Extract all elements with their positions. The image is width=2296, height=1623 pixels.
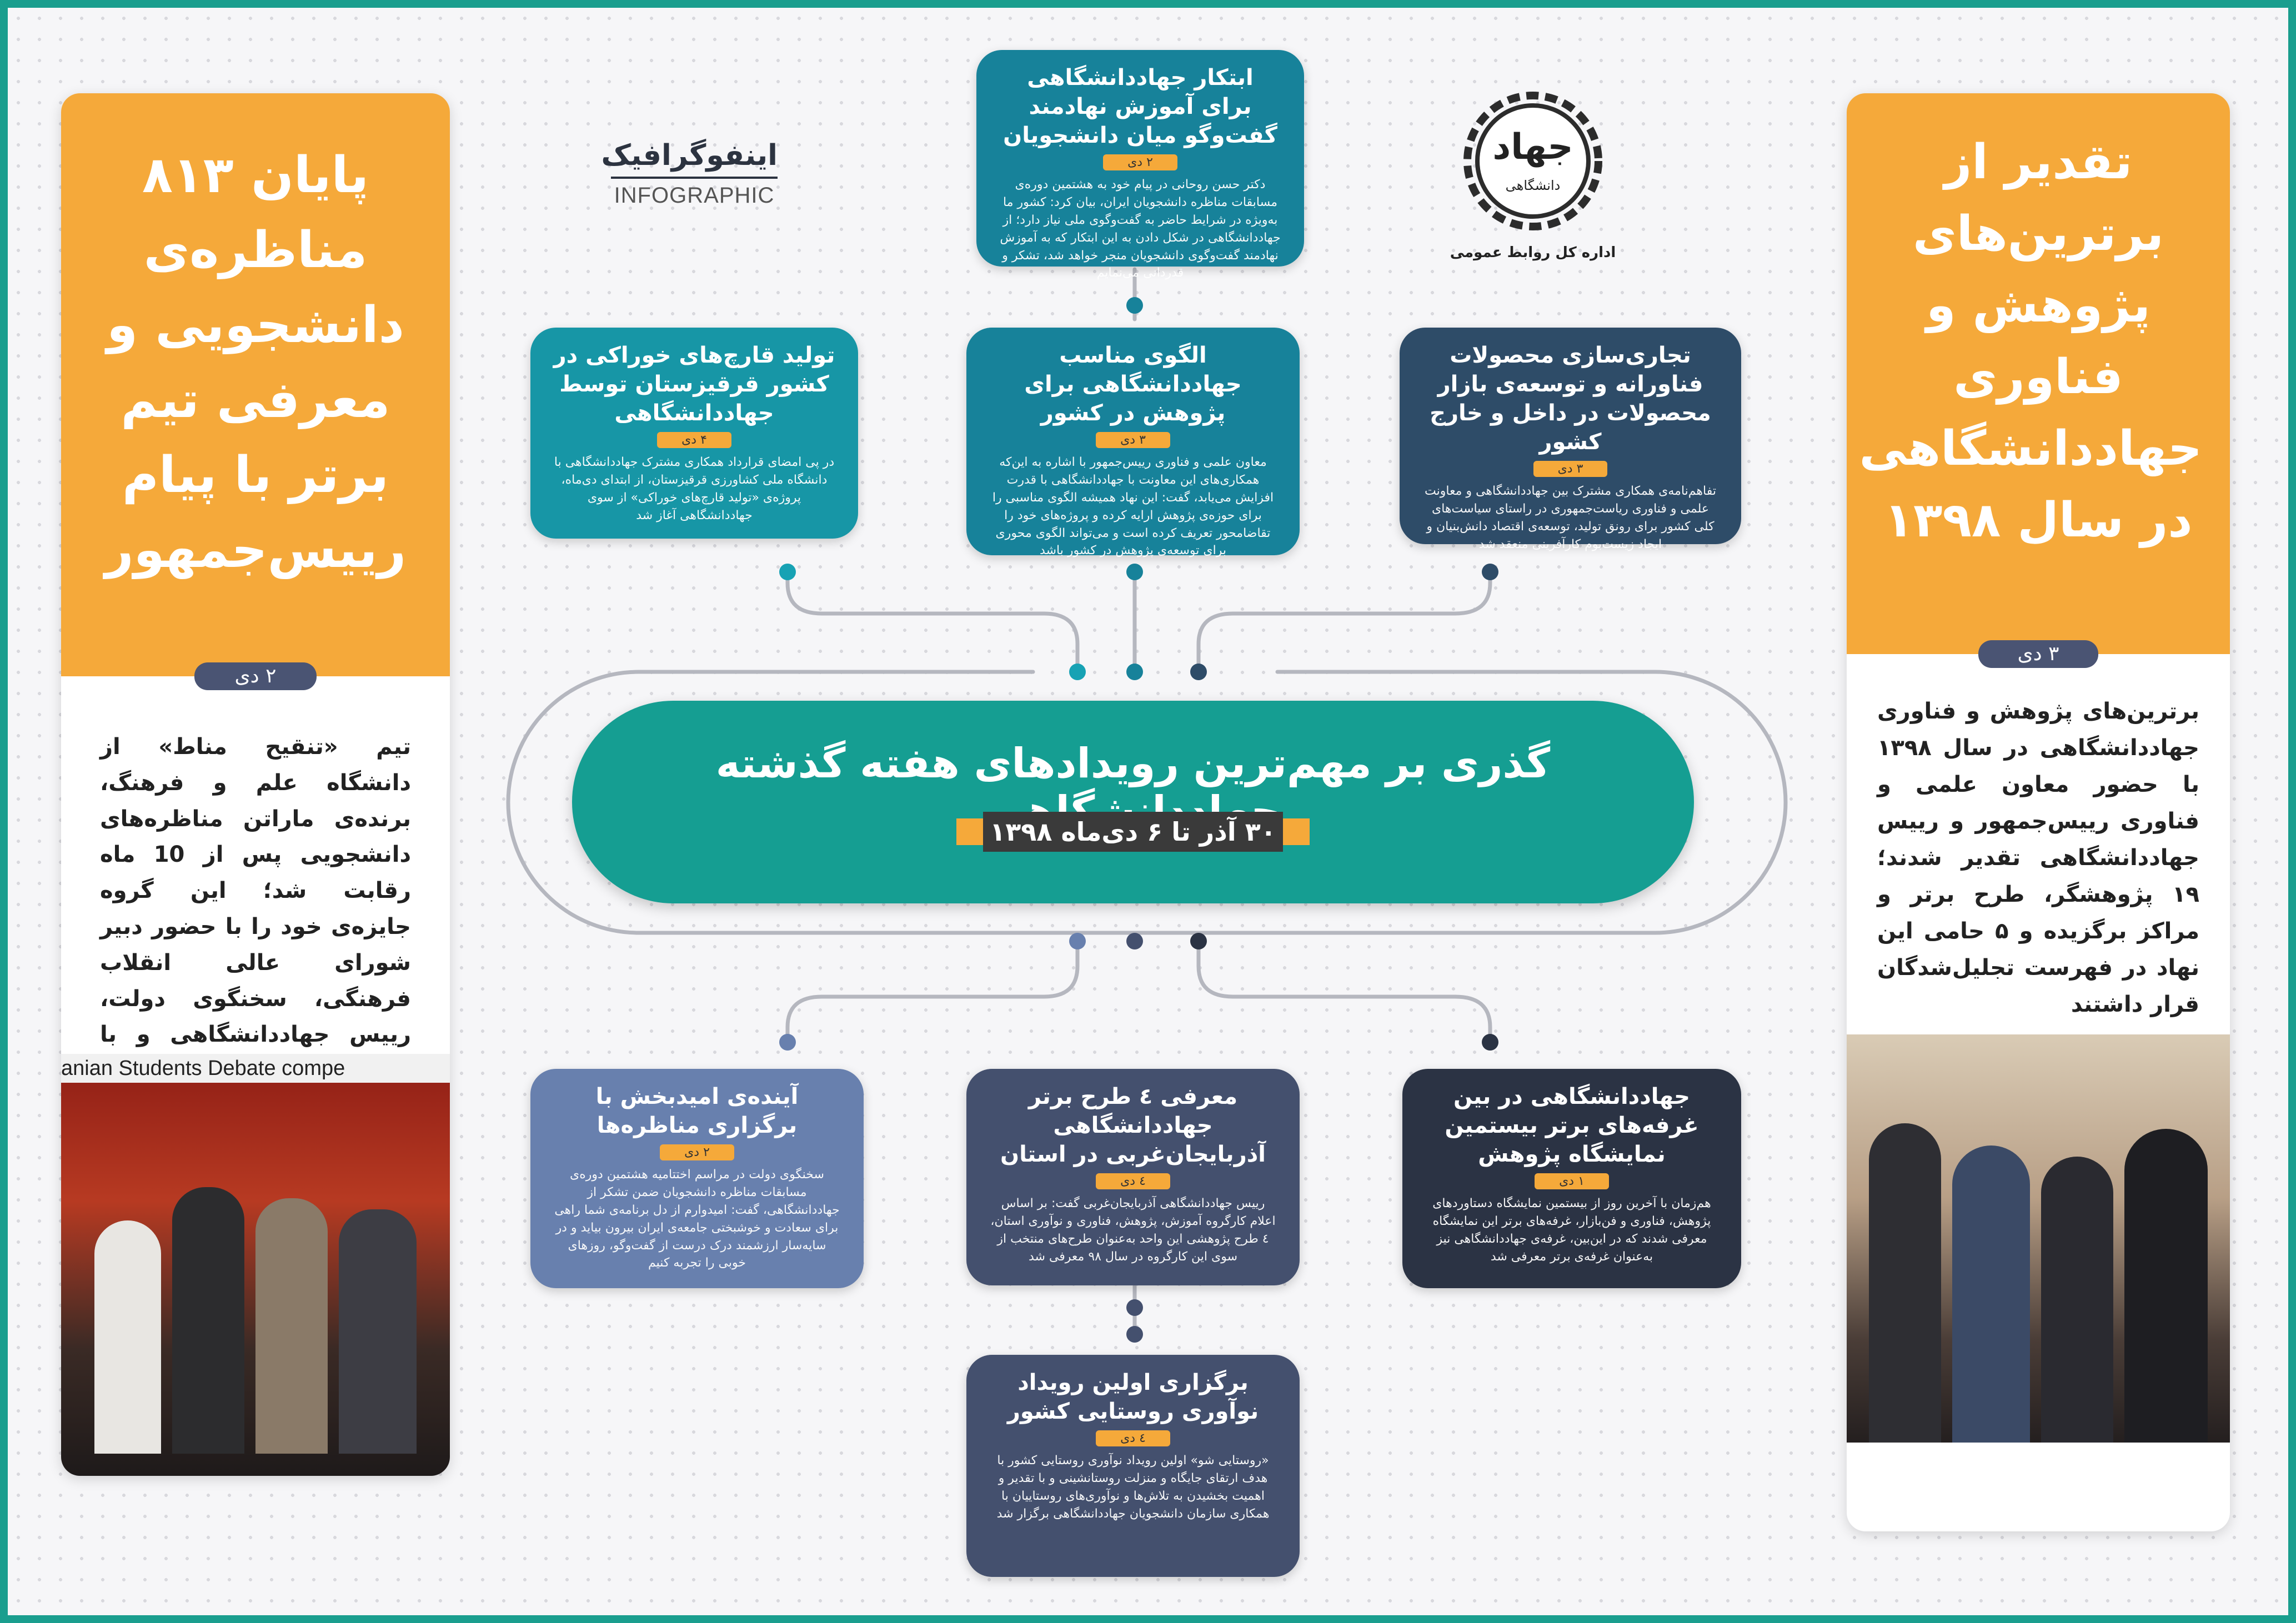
- event-card-top[interactable]: ابتکار جهاددانشگاهی برای آموزش نهادمند گ…: [976, 50, 1304, 280]
- card-date: ۳ دی: [1533, 461, 1608, 477]
- right-panel-title: تقدیر از برترین‌های پژوهش و فناوری جهادد…: [1847, 93, 2230, 654]
- card-desc: معاون علمی و فناوری رییس‌جمهور با اشاره …: [992, 455, 1274, 558]
- event-card-rural-innovation[interactable]: برگزاری اولین رویداد نوآوری روستایی کشور…: [966, 1355, 1300, 1577]
- card-desc: در پی امضای قرارداد همکاری مشترک جهاددان…: [554, 455, 835, 522]
- connector-dot: [779, 1034, 796, 1051]
- photo-person: [339, 1209, 417, 1454]
- connector-dot: [1126, 1299, 1143, 1316]
- logo-text: جهاد: [1492, 127, 1573, 168]
- photo-person: [172, 1187, 244, 1454]
- connector-dot: [1482, 564, 1498, 580]
- right-feature-panel: تقدیر از برترین‌های پژوهش و فناوری جهادد…: [1847, 93, 2230, 1531]
- event-card-research-model[interactable]: الگوی مناسب جهاددانشگاهی برای پژوهش در ک…: [966, 328, 1300, 557]
- photo-person: [255, 1198, 328, 1454]
- card-desc: «روستایی شو» اولین رویداد نوآوری روستایی…: [996, 1454, 1270, 1521]
- date-range-bar: ۳۰ آذر تا ۶ دی‌ماه ۱۳۹۸: [956, 812, 1310, 852]
- left-panel-title: پایان ۸۱۳ مناظره‌ی دانشجویی و معرفی تیم …: [61, 93, 450, 676]
- connector-dot: [1126, 933, 1143, 949]
- card-date: ۳ دی: [1096, 432, 1170, 448]
- photo-person: [2124, 1129, 2208, 1443]
- card-title: ابتکار جهاددانشگاهی برای آموزش نهادمند گ…: [1003, 65, 1277, 148]
- card-date: ۲ دی: [660, 1144, 734, 1160]
- infographic-fa: اینفوگرافیک: [601, 139, 778, 172]
- connector-dot: [1190, 933, 1207, 949]
- event-card-hopeful-future[interactable]: آینده‌ی امیدبخش با برگزاری مناظره‌ها ۲ د…: [530, 1069, 864, 1288]
- gear-emblem-icon: [1463, 92, 1602, 230]
- card-title: جهاددانشگاهی در بین غرفه‌های برتر بیستمی…: [1445, 1084, 1699, 1167]
- connector-dot: [1126, 564, 1143, 580]
- date-accent-left: [956, 818, 983, 845]
- logo-caption: اداره کل روابط عمومی: [1450, 244, 1616, 261]
- photo-person: [1869, 1123, 1941, 1443]
- event-card-exhibition[interactable]: جهاددانشگاهی در بین غرفه‌های برتر بیستمی…: [1402, 1069, 1741, 1288]
- card-desc: تفاهم‌نامه‌ی همکاری مشترک بین جهاددانشگا…: [1425, 484, 1716, 551]
- date-range: ۳۰ آذر تا ۶ دی‌ماه ۱۳۹۸: [990, 817, 1276, 847]
- card-date: ٤ دی: [1096, 1430, 1170, 1446]
- date-accent-right: [1283, 818, 1310, 845]
- left-panel-date: ۲ دی: [194, 662, 317, 690]
- jahad-logo: جهاد دانشگاهی اداره کل روابط عمومی: [1450, 83, 1616, 267]
- card-title: تولید قارچ‌های خوراکی در کشور قرقیزستان …: [553, 343, 835, 426]
- card-desc: رییس جهاددانشگاهی آذربایجان‌غربی گفت: بر…: [990, 1197, 1276, 1264]
- connector-dot: [1190, 664, 1207, 680]
- award-ceremony-photo: [1847, 1034, 2230, 1443]
- connector-dot: [1126, 664, 1143, 680]
- debate-team-photo: anian Students Debate compe: [61, 1054, 450, 1476]
- connector-dot: [1126, 297, 1143, 314]
- card-date: ۴ دی: [657, 432, 731, 448]
- card-date: ۱ دی: [1535, 1173, 1609, 1189]
- photo-person: [1952, 1145, 2030, 1443]
- card-title: برگزاری اولین رویداد نوآوری روستایی کشور: [1007, 1370, 1259, 1424]
- event-card-mushroom[interactable]: تولید قارچ‌های خوراکی در کشور قرقیزستان …: [530, 328, 858, 539]
- card-title: تجاری‌سازی محصولات فناورانه و توسعه‌ی با…: [1430, 343, 1711, 455]
- center-banner: گذری بر مهم‌ترین رویدادهای هفته گذشته جه…: [572, 701, 1694, 903]
- left-feature-panel: پایان ۸۱۳ مناظره‌ی دانشجویی و معرفی تیم …: [61, 93, 450, 1476]
- logo-sub: دانشگاهی: [1505, 178, 1561, 193]
- infographic-en: INFOGRAPHIC: [614, 183, 775, 208]
- card-title: معرفی ٤ طرح برتر جهاددانشگاهی آذربایجان‌…: [1000, 1084, 1266, 1167]
- card-title: الگوی مناسب جهاددانشگاهی برای پژوهش در ک…: [1024, 343, 1242, 426]
- connector-dot: [779, 564, 796, 580]
- card-desc: هم‌زمان با آخرین روز از بیستمین نمایشگاه…: [1432, 1197, 1711, 1264]
- right-panel-body: برترین‌های پژوهش و فناوری جهاددانشگاهی د…: [1877, 699, 2199, 1017]
- right-panel-date: ۳ دی: [1978, 640, 2098, 668]
- card-desc: سخنگوی دولت در مراسم اختتامیه هشتمین دور…: [554, 1168, 840, 1270]
- card-desc: دکتر حسن روحانی در پیام خود به هشتمین دو…: [1000, 178, 1281, 280]
- card-date: ۲ دی: [1103, 154, 1177, 170]
- photo-person: [2041, 1157, 2113, 1443]
- card-title: آینده‌ی امیدبخش با برگزاری مناظره‌ها: [595, 1084, 799, 1138]
- photo-banner: anian Students Debate compe: [61, 1054, 450, 1083]
- infographic-label: اینفوگرافیک INFOGRAPHIC: [601, 139, 778, 208]
- connector-dot: [1069, 664, 1086, 680]
- connector-dot: [1482, 1034, 1498, 1051]
- event-card-commercialization[interactable]: تجاری‌سازی محصولات فناورانه و توسعه‌ی با…: [1400, 328, 1741, 551]
- left-panel-body: تیم «تنقیح مناط» از دانشگاه علم و فرهنگ،…: [100, 734, 411, 1119]
- connector-dot: [1069, 933, 1086, 949]
- photo-person: [94, 1220, 161, 1454]
- card-date: ٤ دی: [1096, 1173, 1170, 1189]
- event-card-top-projects[interactable]: معرفی ٤ طرح برتر جهاددانشگاهی آذربایجان‌…: [966, 1069, 1300, 1285]
- connector-dot: [1126, 1326, 1143, 1343]
